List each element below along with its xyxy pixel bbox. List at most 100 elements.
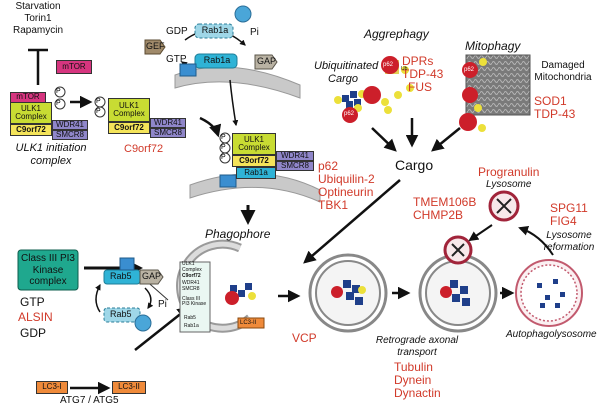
arrow-to-rab1a-complex [199, 116, 222, 138]
lc3-ii-box: LC3-II [112, 381, 146, 394]
mini-pi3k-label: Class III PI3 Kinase [182, 296, 207, 308]
rab5-pi-label: Pi [158, 299, 167, 310]
alsin-gap-shape [139, 269, 164, 285]
rab1a-gdp-label: GDP [166, 26, 188, 37]
rab5-gdp-form: Rab5 [110, 309, 132, 319]
mini-wdr41-label: WDR41 [182, 280, 200, 286]
phospho-label-2: P [56, 100, 61, 107]
dynein-label: Dynein [394, 373, 432, 387]
receptor-optineurin: Optineurin [318, 185, 374, 199]
c9orf72-box-active: C9orf72 [108, 122, 150, 134]
aggrephagy-label: Aggrephagy [364, 27, 429, 41]
lysosome-reformation-label: Lysosome reformation [543, 230, 595, 253]
phospho-label-6: P [221, 144, 226, 151]
phagophore-label: Phagophore [205, 227, 271, 241]
autophagolysosome-label: Autophagolysosome [506, 329, 597, 340]
rab5-gap-label: GAP [142, 271, 162, 281]
phospho-label-3: P [96, 98, 101, 105]
rab1a-pi-label: Pi [250, 27, 259, 38]
tdp43-aggregate-label: TDP-43 [402, 67, 444, 81]
dynactin-label: Dynactin [394, 386, 441, 400]
dprs-label: DPRs [402, 54, 434, 68]
stimulus-torin1: Torin1 [24, 13, 52, 24]
mini-ulk1-label: ULK1 [182, 261, 195, 267]
mini-smcr8-label: SMCR8 [182, 286, 200, 292]
lc3-i-box: LC3-I [36, 381, 68, 394]
progranulin-label: Progranulin [478, 165, 540, 179]
lysosome [488, 190, 520, 222]
cargo-label: Cargo [395, 157, 434, 173]
fus-label: FUS [408, 80, 432, 94]
ubiquitinated-cargo-label: Ubiquitinated Cargo [314, 60, 379, 85]
tdp43-mito-label: TDP-43 [534, 107, 576, 121]
mitophagy-label: Mitophagy [465, 39, 521, 53]
smcr8-box-active: SMCR8 [150, 128, 186, 138]
mini-lc3ii-label: LC3-II [240, 320, 257, 326]
c9orf72-box-membrane: C9orf72 [232, 155, 276, 167]
protein-aggregate [363, 56, 414, 114]
stimulus-starvation: Starvation [15, 1, 61, 12]
c9orf72-box: C9orf72 [10, 124, 52, 136]
vcp-label: VCP [292, 331, 317, 345]
lc3-enzymes-caption: ATG7 / ATG5 [60, 395, 119, 406]
ulk1-complex-box-membrane: ULK1 Complex [232, 133, 276, 155]
ubiquitinated-cargo-cluster [334, 90, 366, 123]
mini-rab1a-label: Rab1a [184, 323, 199, 329]
chmp2b-label: CHMP2B [413, 208, 464, 222]
gef-shape [144, 39, 166, 55]
gap-shape [254, 54, 278, 70]
mini-complex-label: Complex [182, 267, 202, 273]
ub-marker-label: Ub [401, 66, 408, 72]
tubulin-label: Tubulin [394, 360, 433, 374]
phospho-label-1: P [56, 88, 61, 95]
smcr8-box-membrane: SMCR8 [276, 161, 314, 171]
wdr41-box: WDR41 [52, 120, 88, 130]
alsin-label: ALSIN [18, 310, 53, 324]
p62-aggregate-marker-label: p62 [383, 62, 394, 68]
retrograde-transport-label: Retrograde axonal transport [375, 335, 459, 358]
ulk1-initiation-caption: ULK1 initiation complex [15, 142, 87, 167]
wdr41-box-active: WDR41 [150, 118, 186, 128]
p62-marker-label: p62 [344, 111, 355, 117]
arrow-lc3-to-phagophore [134, 306, 190, 351]
rab5-gtp-form: Rab5 [110, 271, 132, 281]
gap-label: GAP [257, 56, 277, 66]
pi3k-gtp-label: GTP [20, 295, 45, 309]
rab1a-gdp-form: Rab1a [201, 25, 229, 35]
stimulus-rapamycin: Rapamycin [12, 25, 64, 36]
c9orf72-red-caption: C9orf72 [124, 143, 164, 155]
receptor-tbk1: TBK1 [318, 198, 349, 212]
rab1a-membrane-box: Rab1a [236, 167, 276, 179]
phagophore-membrane [176, 239, 253, 333]
inhibition-line [28, 48, 48, 85]
rab1a-gtp-label: GTP [166, 54, 187, 65]
phospho-label-4: P [96, 108, 101, 115]
mini-rab5-label: Rab5 [184, 315, 196, 321]
phagophore-cargo [225, 283, 265, 329]
damaged-mitochondria-image [459, 54, 531, 132]
lysosome-reformation-arrow [518, 225, 554, 256]
p62-mito-marker-label: p62 [464, 67, 475, 73]
wdr41-box-membrane: WDR41 [276, 151, 314, 161]
ulk1-complex-box-active: ULK1 Complex [108, 98, 150, 122]
smcr8-box: SMCR8 [52, 130, 88, 140]
autophagolysosome [515, 259, 583, 327]
spg11-label: SPG11 [550, 201, 588, 215]
autophagosome [308, 253, 388, 333]
gef-label: GEF [146, 41, 165, 51]
pi3k-gdp-label: GDP [20, 326, 47, 340]
mini-c9orf72-label: C9orf72 [182, 273, 201, 279]
phospho-label-5: P [221, 134, 226, 141]
ulk1-complex-box: ULK1 Complex [10, 102, 52, 124]
tmem106b-label: TMEM106B [413, 195, 477, 209]
rab1a-gtp-form: Rab1a [203, 55, 231, 65]
pi3k-complex-label: Class III PI3 Kinase complex [21, 253, 75, 287]
fusion-vesicle [418, 235, 498, 333]
arrow-cargo-to-phagophore [303, 179, 401, 264]
lysosome-label: Lysosome [486, 179, 532, 190]
phospho-label-7: P [221, 154, 226, 161]
sod1-label: SOD1 [534, 94, 567, 108]
fig4-label: FIG4 [550, 214, 577, 228]
